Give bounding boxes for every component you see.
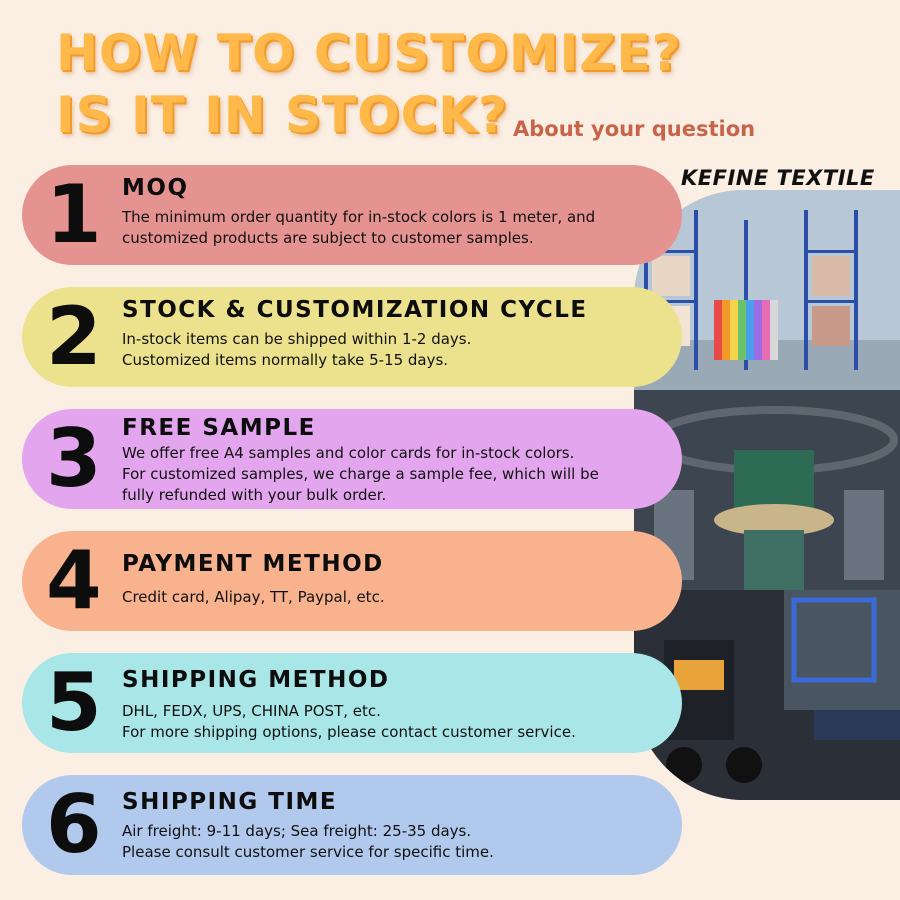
card-title: SHIPPING METHOD bbox=[122, 667, 390, 693]
card-moq: 1 MOQ The minimum order quantity for in-… bbox=[22, 165, 682, 265]
card-stock-cycle: 2 STOCK & CUSTOMIZATION CYCLE In-stock i… bbox=[22, 287, 682, 387]
card-number: 6 bbox=[46, 778, 102, 871]
card-text: The minimum order quantity for in-stock … bbox=[122, 207, 674, 249]
card-text: DHL, FEDX, UPS, CHINA POST, etc. For mor… bbox=[122, 701, 674, 743]
card-title: MOQ bbox=[122, 175, 189, 201]
card-free-sample: 3 FREE SAMPLE We offer free A4 samples a… bbox=[22, 409, 682, 509]
card-text: We offer free A4 samples and color cards… bbox=[122, 443, 674, 506]
subtitle: About your question bbox=[513, 117, 756, 141]
card-number: 1 bbox=[46, 168, 102, 261]
card-text: Credit card, Alipay, TT, Paypal, etc. bbox=[122, 587, 674, 608]
card-line: Air freight: 9-11 days; Sea freight: 25-… bbox=[122, 822, 472, 840]
card-line: We offer free A4 samples and color cards… bbox=[122, 444, 575, 462]
brand-name: KEFINE TEXTILE bbox=[681, 166, 875, 190]
headline-line-2: IS IT IN STOCK? bbox=[56, 86, 509, 144]
card-line: fully refunded with your bulk order. bbox=[122, 486, 387, 504]
card-line: Customized items normally take 5-15 days… bbox=[122, 351, 449, 369]
headline-line-1: HOW TO CUSTOMIZE? bbox=[56, 24, 682, 82]
card-number: 2 bbox=[46, 290, 102, 383]
card-text: Air freight: 9-11 days; Sea freight: 25-… bbox=[122, 821, 674, 863]
card-title: PAYMENT METHOD bbox=[122, 551, 384, 577]
card-line: customized products are subject to custo… bbox=[122, 229, 534, 247]
card-number: 4 bbox=[46, 534, 102, 627]
card-title: STOCK & CUSTOMIZATION CYCLE bbox=[122, 297, 588, 323]
card-line: Credit card, Alipay, TT, Paypal, etc. bbox=[122, 588, 385, 606]
card-shipping-method: 5 SHIPPING METHOD DHL, FEDX, UPS, CHINA … bbox=[22, 653, 682, 753]
card-title: FREE SAMPLE bbox=[122, 415, 316, 441]
card-payment: 4 PAYMENT METHOD Credit card, Alipay, TT… bbox=[22, 531, 682, 631]
card-number: 5 bbox=[46, 656, 102, 749]
card-line: DHL, FEDX, UPS, CHINA POST, etc. bbox=[122, 702, 381, 720]
card-number: 3 bbox=[46, 412, 102, 505]
card-line: Please consult customer service for spec… bbox=[122, 843, 494, 861]
card-title: SHIPPING TIME bbox=[122, 789, 338, 815]
card-line: For more shipping options, please contac… bbox=[122, 723, 576, 741]
card-line: For customized samples, we charge a samp… bbox=[122, 465, 599, 483]
card-line: The minimum order quantity for in-stock … bbox=[122, 208, 596, 226]
card-text: In-stock items can be shipped within 1-2… bbox=[122, 329, 674, 371]
card-shipping-time: 6 SHIPPING TIME Air freight: 9-11 days; … bbox=[22, 775, 682, 875]
card-line: In-stock items can be shipped within 1-2… bbox=[122, 330, 472, 348]
